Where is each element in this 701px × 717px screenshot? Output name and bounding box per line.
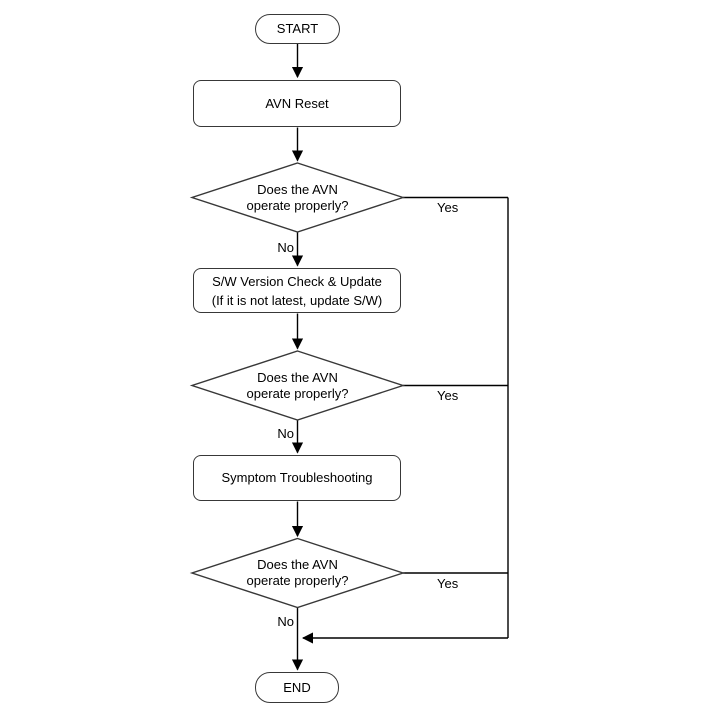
sw-version-line-1: S/W Version Check & Update: [212, 273, 382, 289]
start-label: START: [276, 21, 319, 36]
decision-3-line-1: Does the AVN: [257, 557, 338, 572]
decision-3-yes-label: Yes: [437, 576, 459, 591]
decision-3-line-2: operate properly?: [246, 573, 349, 588]
decision-2-diamond: [189, 350, 406, 421]
decision-3-no-label: No: [277, 614, 294, 629]
decision-2-yes-label: Yes: [437, 388, 459, 403]
decision-3-diamond: [189, 537, 406, 609]
end-label: END: [283, 679, 311, 695]
decision-1-yes-label: Yes: [437, 200, 459, 215]
end-terminator: END: [255, 672, 339, 703]
process-sw-version-check: S/W Version Check & Update (If it is not…: [193, 268, 401, 313]
decision-2-line-2: operate properly?: [246, 386, 349, 401]
decision-3-label: Does the AVN operate properly?: [192, 555, 403, 591]
decision-2-line-1: Does the AVN: [257, 370, 338, 385]
process-symptom-troubleshooting: Symptom Troubleshooting: [193, 455, 401, 501]
decision-1-diamond: [189, 162, 406, 233]
decision-2-no-label: No: [277, 426, 294, 441]
decision-1-line-1: Does the AVN: [257, 182, 338, 197]
sw-version-line-2: (If it is not latest, update S/W): [211, 292, 383, 308]
decision-2-label: Does the AVN operate properly?: [192, 368, 403, 404]
process-avn-reset: AVN Reset: [193, 80, 401, 127]
symptom-label: Symptom Troubleshooting: [221, 470, 373, 485]
avn-reset-label: AVN Reset: [265, 95, 329, 111]
decision-1-line-2: operate properly?: [246, 198, 349, 213]
start-terminator: START: [255, 14, 340, 44]
decision-1-no-label: No: [277, 240, 294, 255]
decision-1-label: Does the AVN operate properly?: [192, 180, 403, 216]
